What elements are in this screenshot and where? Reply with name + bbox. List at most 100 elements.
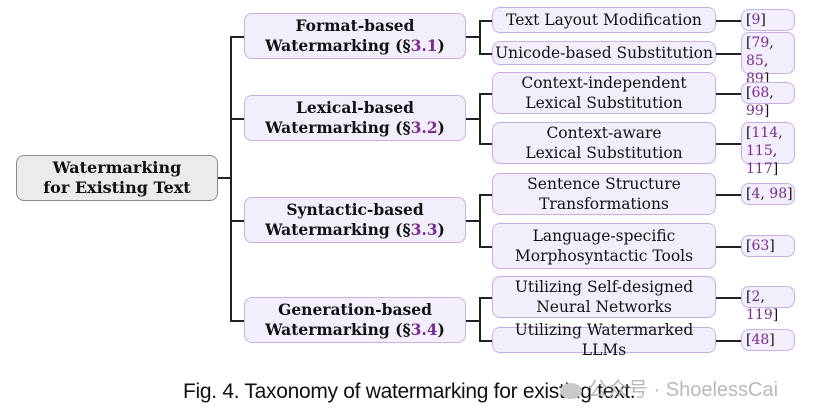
connector-line bbox=[479, 340, 492, 342]
separator: , bbox=[772, 143, 778, 159]
connector-line bbox=[479, 246, 492, 248]
citation-link[interactable]: 114 bbox=[751, 125, 779, 141]
bracket-open: [ bbox=[746, 289, 752, 305]
citation-link[interactable]: 117 bbox=[746, 161, 773, 177]
connector-line bbox=[466, 220, 480, 222]
category-title: Lexical-based bbox=[296, 98, 414, 117]
bracket-open: [ bbox=[746, 35, 752, 51]
bracket-close: ] bbox=[787, 186, 793, 202]
connector-line bbox=[466, 320, 480, 322]
connector-line bbox=[716, 20, 741, 22]
bracket-open: [ bbox=[746, 186, 752, 202]
reference-node: [9] bbox=[741, 9, 795, 31]
citation-link[interactable]: 79 bbox=[751, 35, 770, 51]
category-subtitle: Watermarking (§3.1) bbox=[265, 36, 445, 56]
connector-line bbox=[230, 220, 244, 222]
bracket-close: ] bbox=[769, 238, 775, 254]
category-subtitle: Watermarking (§3.4) bbox=[265, 320, 445, 340]
connector-line bbox=[230, 36, 232, 321]
connector-line bbox=[466, 36, 480, 38]
watermark: 公众号 · ShoelessCai bbox=[560, 373, 778, 402]
category-suffix: ) bbox=[437, 118, 445, 137]
technique-label: Lexical Substitution bbox=[525, 94, 683, 112]
reference-node: [63] bbox=[741, 235, 795, 257]
citation-link[interactable]: 98 bbox=[769, 186, 788, 202]
technique-label: Lexical Substitution bbox=[525, 144, 683, 162]
bracket-open: [ bbox=[746, 238, 752, 254]
category-prefix: Watermarking (§ bbox=[265, 118, 411, 137]
separator: , bbox=[760, 289, 765, 305]
citation-link[interactable]: 85 bbox=[746, 53, 764, 69]
category-title: Format-based bbox=[295, 16, 415, 35]
citation-link[interactable]: 115 bbox=[746, 143, 773, 159]
category-title: Syntactic-based bbox=[286, 200, 424, 219]
separator: , bbox=[763, 53, 769, 69]
section-link[interactable]: 3.3 bbox=[410, 220, 438, 239]
technique-node: Utilizing Watermarked LLMs bbox=[492, 321, 716, 359]
bracket-close: ] bbox=[763, 71, 770, 87]
separator: , bbox=[769, 85, 774, 101]
connector-line bbox=[479, 143, 492, 145]
technique-label: Utilizing Watermarked LLMs bbox=[514, 321, 694, 359]
reference-node: [4, 98] bbox=[741, 183, 795, 205]
connector-line bbox=[479, 194, 492, 196]
section-link[interactable]: 3.2 bbox=[410, 118, 438, 137]
category-prefix: Watermarking (§ bbox=[265, 220, 411, 239]
connector-line bbox=[716, 246, 741, 248]
separator: , bbox=[778, 125, 783, 141]
reference-node: [48] bbox=[741, 329, 795, 351]
connector-line bbox=[716, 93, 741, 95]
citation-link[interactable]: 48 bbox=[751, 332, 770, 348]
bracket-open: [ bbox=[746, 332, 752, 348]
technique-label: Language-specific bbox=[532, 227, 676, 245]
reference-node: [79, 85, 89] bbox=[741, 32, 795, 87]
category-subtitle: Watermarking (§3.2) bbox=[265, 118, 445, 138]
bracket-open: [ bbox=[746, 125, 752, 141]
citation-link[interactable]: 119 bbox=[746, 307, 773, 323]
technique-label: Context-aware bbox=[546, 124, 662, 142]
category-subtitle: Watermarking (§3.3) bbox=[265, 220, 445, 240]
technique-node: Unicode-based Substitution bbox=[492, 41, 716, 65]
citation-link[interactable]: 9 bbox=[751, 12, 761, 28]
citation-link[interactable]: 4 bbox=[751, 186, 761, 202]
connector-line bbox=[479, 93, 492, 95]
connector-line bbox=[716, 143, 741, 145]
watermark-text: 公众号 · ShoelessCai bbox=[588, 379, 779, 401]
reference-node: [68, 99] bbox=[741, 82, 795, 119]
connector-line bbox=[230, 36, 244, 38]
bracket-close: ] bbox=[760, 12, 766, 28]
bracket-close: ] bbox=[772, 161, 779, 177]
connector-line bbox=[479, 20, 481, 53]
root-line2: for Existing Text bbox=[43, 178, 191, 197]
citation-link[interactable]: 63 bbox=[751, 238, 770, 254]
reference-node: [2, 119] bbox=[741, 286, 795, 323]
wechat-icon bbox=[560, 382, 582, 399]
section-link[interactable]: 3.4 bbox=[410, 320, 438, 339]
separator: , bbox=[769, 35, 774, 51]
section-link[interactable]: 3.1 bbox=[410, 36, 438, 55]
bracket-close: ] bbox=[772, 307, 779, 323]
technique-label: Text Layout Modification bbox=[506, 11, 702, 29]
category-title: Generation-based bbox=[278, 300, 432, 319]
citation-link[interactable]: 99 bbox=[746, 103, 764, 119]
connector-line bbox=[479, 20, 492, 22]
connector-line bbox=[479, 53, 492, 55]
bracket-open: [ bbox=[746, 85, 752, 101]
category-prefix: Watermarking (§ bbox=[265, 36, 411, 55]
citation-link[interactable]: 68 bbox=[751, 85, 770, 101]
citation-link[interactable]: 2 bbox=[751, 289, 761, 305]
connector-line bbox=[479, 194, 481, 246]
connector-line bbox=[479, 297, 481, 340]
category-suffix: ) bbox=[437, 36, 445, 55]
technique-label: Utilizing Self-designed bbox=[514, 278, 694, 296]
technique-label: Transformations bbox=[539, 195, 669, 213]
bracket-open: [ bbox=[746, 12, 752, 28]
connector-line bbox=[230, 118, 244, 120]
connector-line bbox=[716, 297, 741, 299]
technique-label: Sentence Structure bbox=[527, 175, 681, 193]
